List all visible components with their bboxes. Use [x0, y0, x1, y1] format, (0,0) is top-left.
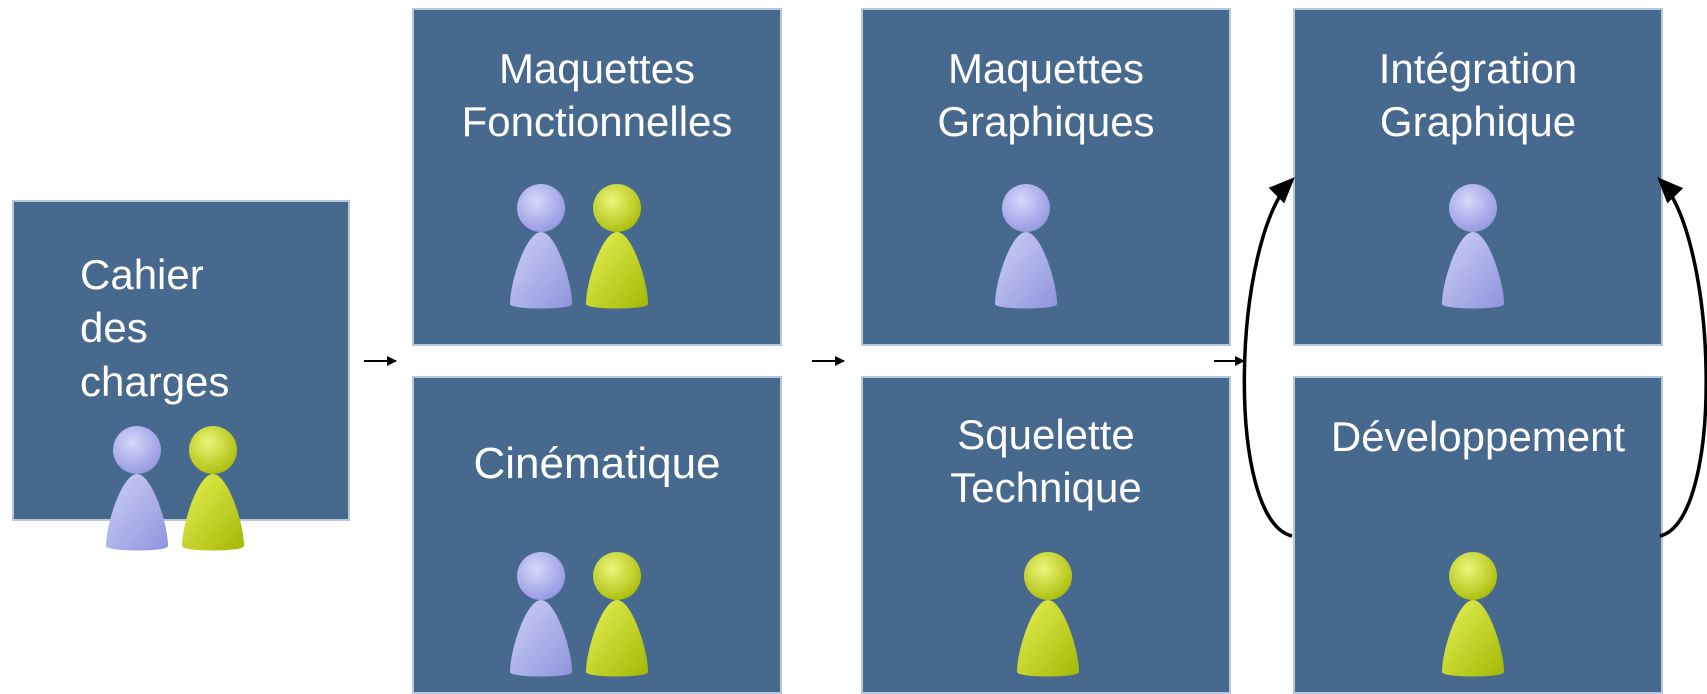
curved-arrow-left: [1242, 177, 1295, 538]
box-integration-graphique: Intégration Graphique: [1293, 8, 1663, 346]
person-icon: [1442, 552, 1504, 677]
person-icon: [586, 184, 648, 309]
actors: [1013, 550, 1083, 680]
title-line: Développement: [1330, 413, 1626, 460]
box-cinematique: Cinématique: [412, 376, 782, 694]
box-maquettes-graphiques: Maquettes Graphiques: [861, 8, 1231, 346]
title-line: des: [80, 304, 148, 352]
person-icon: [510, 184, 572, 309]
person-icon: [182, 426, 244, 551]
actors: [506, 182, 652, 312]
title-line: charges: [80, 357, 230, 405]
title-line: Intégration: [1378, 45, 1578, 92]
box-developpement: Développement: [1293, 376, 1663, 694]
person-icon: [510, 552, 572, 677]
person-icon: [995, 184, 1057, 309]
actors-cahier: [102, 424, 248, 554]
box-title: Cinématique: [414, 436, 780, 492]
title-line: Graphique: [1379, 98, 1577, 146]
title-line: Cahier: [80, 251, 204, 298]
title-line: Maquettes: [498, 45, 696, 92]
title-line: Cinématique: [473, 439, 721, 488]
title-line: Squelette: [957, 411, 1135, 458]
title-line: Technique: [950, 464, 1142, 512]
box-title: Maquettes Fonctionnelles: [414, 42, 780, 149]
person-icon: [586, 552, 648, 677]
curved-arrow-right: [1657, 177, 1707, 538]
box-title: Squelette Technique: [863, 408, 1229, 515]
box-title: Intégration Graphique: [1295, 42, 1661, 149]
box-maquettes-fonctionnelles: Maquettes Fonctionnelles: [412, 8, 782, 346]
box-title: Maquettes Graphiques: [863, 42, 1229, 149]
box-squelette-technique: Squelette Technique: [861, 376, 1231, 694]
actors: [1438, 182, 1508, 312]
person-icon: [1442, 184, 1504, 309]
box-title: Cahier des charges: [80, 248, 229, 408]
title-line: Fonctionnelles: [461, 98, 733, 146]
title-line: Maquettes: [947, 45, 1145, 92]
title-line: Graphiques: [937, 98, 1155, 146]
actors: [506, 550, 652, 680]
box-title: Développement: [1295, 410, 1661, 463]
actors: [1438, 550, 1508, 680]
person-icon: [106, 426, 168, 551]
actors: [991, 182, 1061, 312]
person-icon: [1017, 552, 1079, 677]
box-cahier-des-charges: Cahier des charges: [12, 200, 350, 521]
